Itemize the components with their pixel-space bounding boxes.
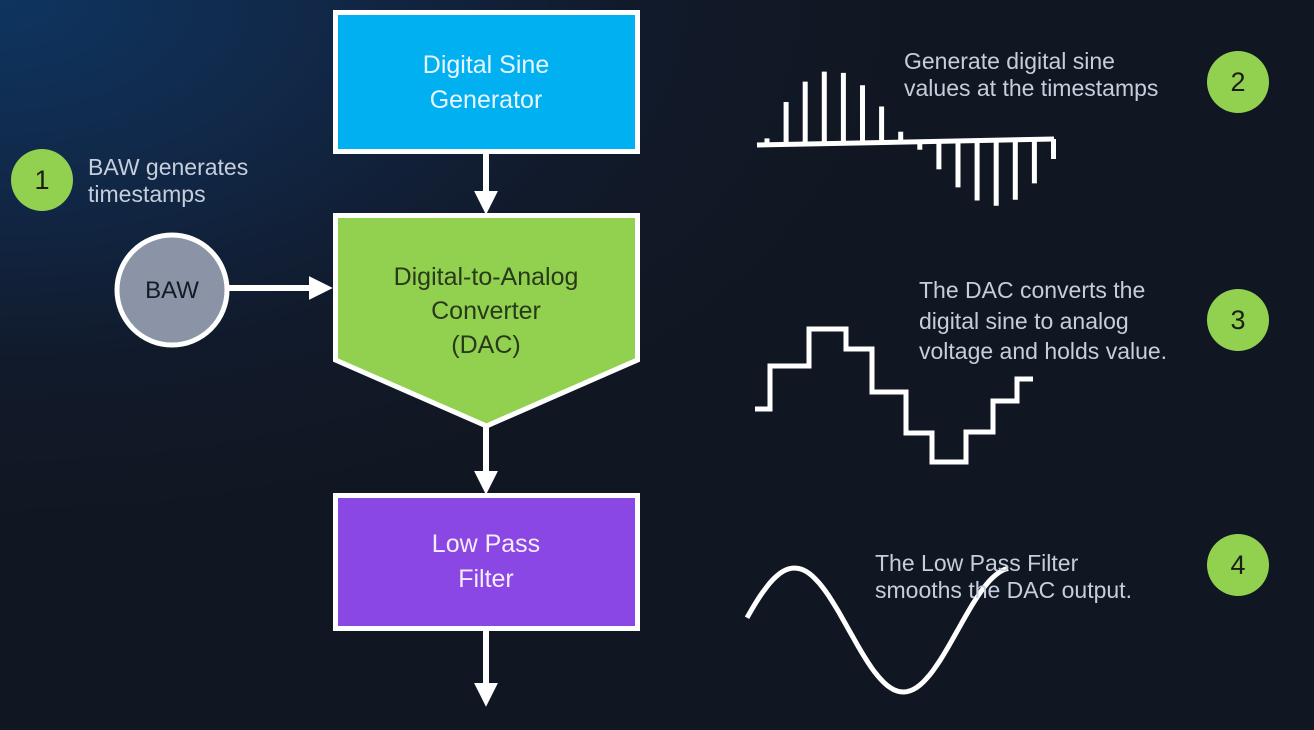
sample-axis bbox=[756, 136, 1055, 148]
low-pass-filter-label: Low Pass Filter bbox=[431, 530, 541, 593]
digital-sine-generator-block bbox=[333, 10, 640, 154]
digital-sine-generator-label: Digital Sine Generator bbox=[422, 50, 550, 114]
smooth-sine-illustration bbox=[744, 565, 1009, 695]
low-pass-filter-block bbox=[333, 493, 640, 631]
staircase-signal-illustration bbox=[755, 326, 1033, 465]
step-4-badge: 4 bbox=[1207, 534, 1269, 596]
sampled-sine-illustration bbox=[756, 71, 1056, 206]
baw-label: BAW bbox=[145, 276, 199, 304]
dac-label: Digital-to-Analog Converter (DAC) bbox=[393, 262, 579, 359]
dac-block bbox=[333, 213, 640, 429]
baw-circle bbox=[114, 232, 230, 348]
step-4-caption: The Low Pass Filter smooths the DAC outp… bbox=[875, 550, 1132, 603]
step-2-badge: 2 bbox=[1207, 51, 1269, 113]
step-3-caption: The DAC converts the digital sine to ana… bbox=[919, 277, 1168, 364]
step-3-badge: 3 bbox=[1207, 289, 1269, 351]
step-1-badge: 1 bbox=[11, 149, 73, 211]
step-2-caption: Generate digital sine values at the time… bbox=[904, 48, 1159, 101]
step-1-caption: BAW generates timestamps bbox=[88, 154, 249, 207]
